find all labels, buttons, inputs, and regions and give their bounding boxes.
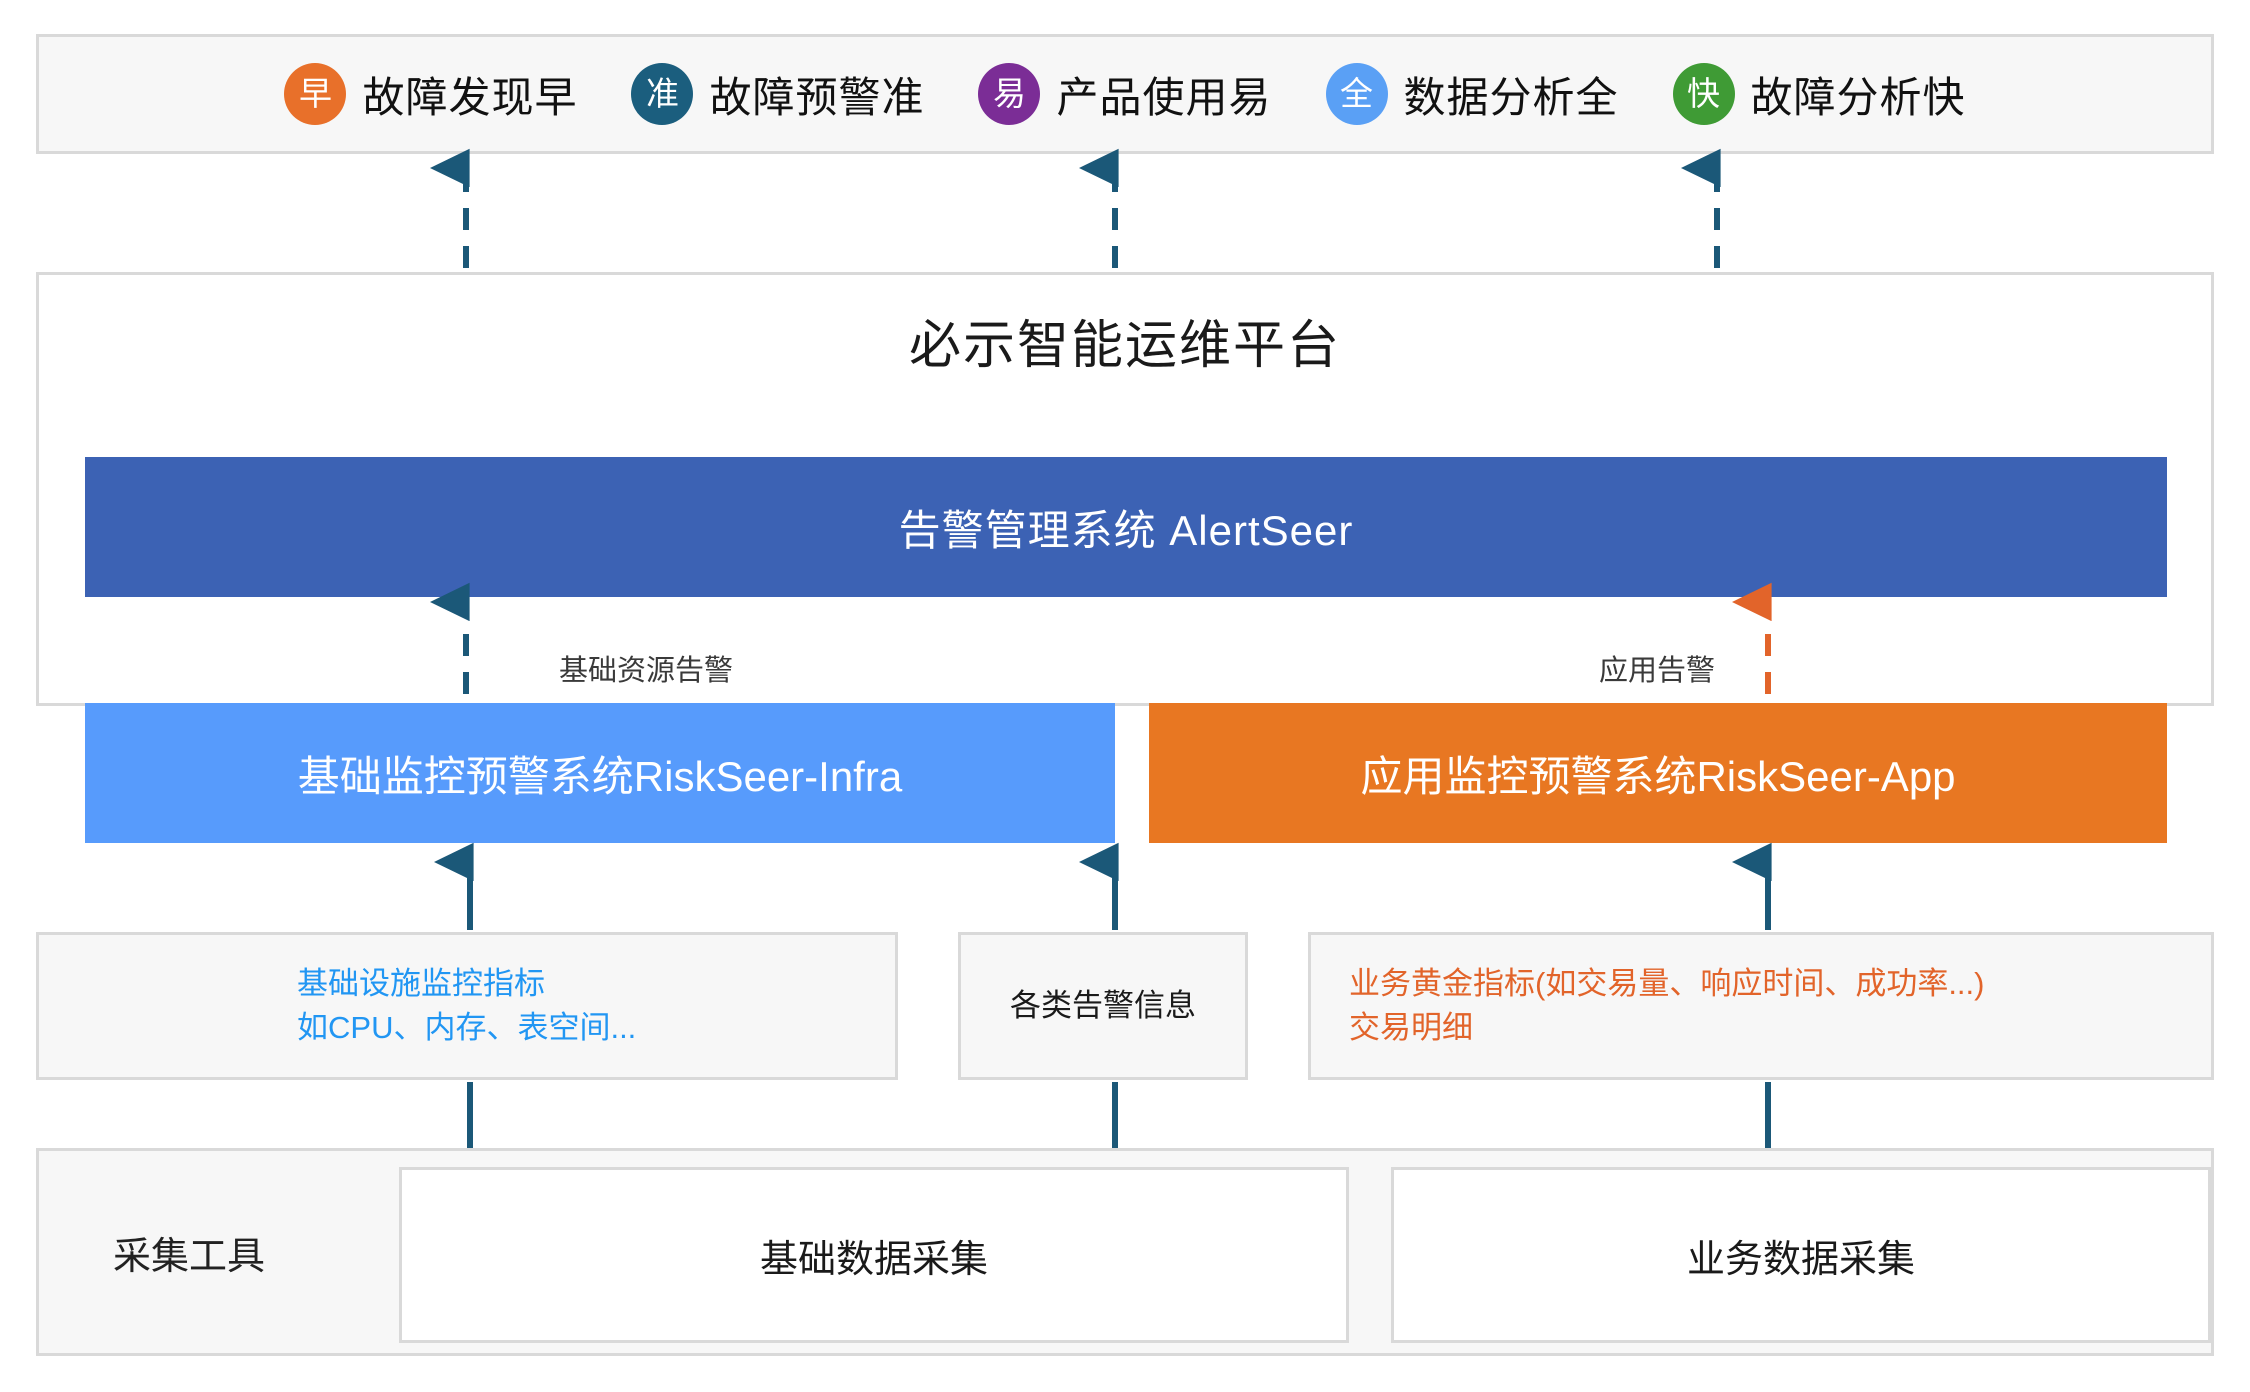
connector-label-infra-alert: 基础资源告警 [559,655,734,687]
alert-info-box: 各类告警信息 [958,932,1248,1080]
benefit-item-early: 早 故障发现早 [284,63,577,125]
alert-management-system-bar[interactable]: 告警管理系统 AlertSeer [85,457,2167,597]
benefit-label-accurate: 故障预警准 [709,73,925,121]
biz-metrics-box: 业务黄金指标(如交易量、响应时间、成功率...) 交易明细 [1308,932,2214,1080]
page-title: 必示智能运维平台 [908,317,1341,375]
infra-metrics-text: 基础设施监控指标 如CPU、内存、表空间... [297,965,637,1045]
alert-info-text: 各类告警信息 [1010,987,1196,1023]
collector-section-label: 采集工具 [113,1235,266,1278]
riskseer-infra-bar[interactable]: 基础监控预警系统RiskSeer-Infra [85,703,1115,843]
benefit-label-fast: 故障分析快 [1750,73,1966,121]
benefit-label-easy: 产品使用易 [1056,73,1272,121]
collector-panel: 采集工具 基础数据采集 业务数据采集 [36,1148,2214,1356]
badge-circle-fast-icon: 快 [1672,63,1735,125]
benefit-item-fast: 快 故障分析快 [1672,63,1966,125]
benefit-item-easy: 易 产品使用易 [978,63,1271,125]
riskseer-app-bar[interactable]: 应用监控预警系统RiskSeer-App [1149,703,2167,843]
benefit-label-early: 故障发现早 [362,73,578,121]
benefit-item-complete: 全 数据分析全 [1325,63,1619,125]
collector-business-data[interactable]: 业务数据采集 [1391,1167,2211,1343]
badge-circle-early-icon: 早 [284,63,347,125]
benefit-item-accurate: 准 故障预警准 [631,63,924,125]
badge-circle-complete-icon: 全 [1325,63,1388,125]
badge-circle-easy-icon: 易 [978,63,1041,125]
platform-panel: 必示智能运维平台 告警管理系统 AlertSeer 基础监控预警系统RiskSe… [36,272,2214,843]
benefit-label-complete: 数据分析全 [1403,73,1619,121]
biz-metrics-text: 业务黄金指标(如交易量、响应时间、成功率...) 交易明细 [1349,965,1985,1045]
benefits-banner: 早 故障发现早 准 故障预警准 易 产品使用易 全 数据分析全 快 故障分析快 [36,34,2214,154]
connector-label-app-alert: 应用告警 [1599,655,1716,687]
badge-circle-accurate-icon: 准 [631,63,694,125]
collector-basic-data[interactable]: 基础数据采集 [399,1167,1349,1343]
infra-metrics-box: 基础设施监控指标 如CPU、内存、表空间... [36,932,898,1080]
